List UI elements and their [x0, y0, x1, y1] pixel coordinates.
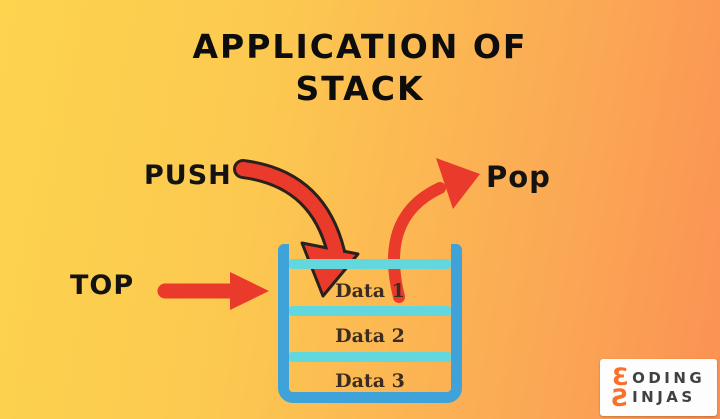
- coding-ninjas-logo: Ɛ Ƨ ODING INJAS: [600, 359, 717, 416]
- monogram-top-glyph: Ɛ: [612, 363, 629, 392]
- stack-item-data1: Data 1: [335, 280, 405, 302]
- stack-shelf-2: [289, 306, 451, 316]
- title-line-1: APPLICATION OF: [192, 27, 528, 66]
- logo-line-ninjas: INJAS: [632, 387, 696, 406]
- top-label: TOP: [70, 270, 135, 301]
- title-line-2: STACK: [295, 69, 425, 109]
- stack-container: [278, 244, 462, 403]
- monogram-bottom-glyph: Ƨ: [611, 383, 630, 412]
- top-arrow-icon: [157, 272, 269, 310]
- stack-shelf-1: [289, 259, 451, 269]
- page-title: APPLICATION OF STACK: [0, 26, 720, 110]
- stack-item-data2: Data 2: [335, 325, 405, 347]
- coding-ninjas-wordmark: ODING INJAS: [632, 369, 705, 407]
- stack-shelf-3: [289, 352, 451, 362]
- stack-item-data3: Data 3: [335, 370, 405, 392]
- logo-line-coding: ODING: [632, 368, 706, 387]
- coding-ninjas-monogram-icon: Ɛ Ƨ: [611, 363, 630, 412]
- push-label: PUSH: [144, 160, 232, 191]
- pop-label: Pop: [486, 160, 551, 194]
